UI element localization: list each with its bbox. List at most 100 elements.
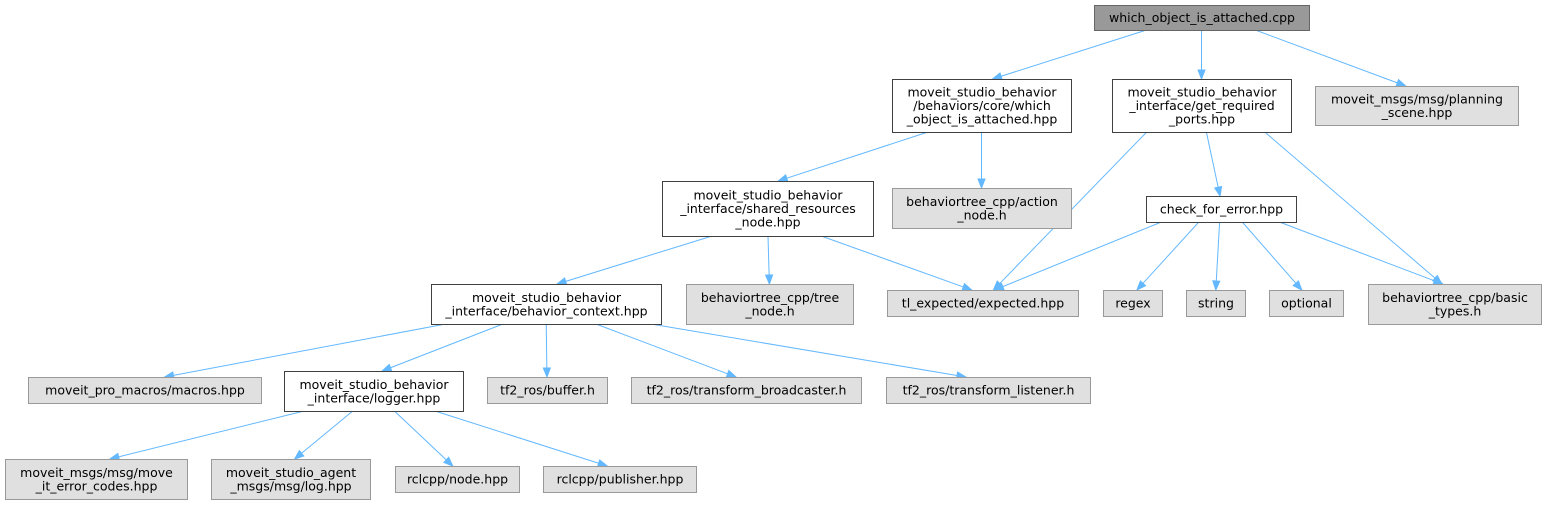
edge-srn-hpp-to-tl-expected [821,235,974,291]
edge-check-for-error-to-string [1212,221,1221,292]
node-label-line: moveit_studio_behavior [907,85,1057,100]
node-label-line: /behaviors/core/which [913,98,1051,113]
node-label-line: tf2_ros/transform_listener.h [903,383,1075,398]
node-tree-node: behaviortree_cpp/tree_node.h [686,284,854,325]
node-error-codes: moveit_msgs/msg/move_it_error_codes.hpp [5,459,188,500]
node-label-line: tl_expected/expected.hpp [902,296,1064,311]
node-box [1269,290,1344,317]
node-label-line: check_for_error.hpp [1160,202,1283,217]
edge-bc-hpp-to-tf-broadcaster [595,323,738,378]
edge-woia-hpp-to-action-node [977,132,986,190]
edge-woia-hpp-to-srn-hpp [776,131,929,183]
node-root[interactable]: which_object_is_attached.cpp [1094,5,1310,31]
edge-srn-hpp-to-bc-hpp [555,235,713,286]
node-box [431,284,662,325]
node-box [686,284,854,325]
edge-grp-hpp-to-check-for-error [1205,131,1223,198]
node-label-line: string [1198,296,1234,311]
node-woia-hpp[interactable]: moveit_studio_behavior/behaviors/core/wh… [892,79,1072,133]
edge-root-to-planning-scene [1255,29,1408,87]
node-label-line: _node.h [744,303,794,318]
edge-bc-hpp-to-macros [163,323,446,380]
node-agent-log: moveit_studio_agent_msgs/msg/log.hpp [211,459,371,500]
node-tf-broadcaster: tf2_ros/transform_broadcaster.h [631,377,862,404]
node-label-line: _interface/shared_resources [679,201,856,216]
node-box [487,377,608,404]
node-rclcpp-node: rclcpp/node.hpp [395,466,520,493]
nodes-layer: which_object_is_attached.cpp moveit_studi… [5,5,1542,500]
node-box [211,459,371,500]
edge-check-for-error-to-basic-types [1279,221,1445,285]
node-grp-hpp[interactable]: moveit_studio_behavior_interface/get_req… [1112,79,1292,133]
edge-root-to-grp-hpp [1197,30,1206,81]
node-label-line: _msgs/msg/log.hpp [229,478,351,493]
node-label-line: _interface/behavior_context.hpp [444,303,647,318]
node-box [1112,79,1292,133]
node-label-line: _ports.hpp [1168,112,1235,127]
edge-bc-hpp-to-tf-listener [650,323,968,380]
node-srn-hpp[interactable]: moveit_studio_behavior_interface/shared_… [662,181,874,237]
edge-logger-hpp-to-agent-log [293,410,354,460]
node-label-line: tf2_ros/transform_broadcaster.h [647,383,847,398]
node-label-line: optional [1281,296,1332,311]
node-label-line: moveit_msgs/msg/planning [1331,91,1503,106]
node-label-line: behaviortree_cpp/basic [1382,290,1528,305]
node-optional: optional [1269,290,1344,317]
node-box [1315,86,1519,126]
node-box [395,466,520,493]
node-label-line: _node.h [956,207,1006,222]
node-check-for-error[interactable]: check_for_error.hpp [1146,196,1297,223]
node-tl-expected: tl_expected/expected.hpp [887,290,1079,317]
node-string: string [1186,290,1246,317]
node-box [1103,290,1163,317]
edge-check-for-error-to-tl-expected [993,221,1162,291]
node-label-line: _node.hpp [734,215,800,230]
node-box [662,181,874,237]
node-box [892,79,1072,133]
node-label-line: _object_is_attached.hpp [906,112,1058,127]
node-label-line: _interface/logger.hpp [307,390,441,405]
node-label-line: which_object_is_attached.cpp [1109,10,1295,25]
node-box [886,377,1091,404]
node-label-line: moveit_studio_agent [226,465,356,480]
node-label-line: _interface/get_required [1128,98,1274,113]
edge-bc-hpp-to-logger-hpp [380,323,504,372]
node-box [28,377,262,404]
node-label-line: moveit_msgs/msg/move [20,465,173,480]
node-regex: regex [1103,290,1163,317]
node-box [892,188,1072,229]
node-box [887,290,1079,317]
node-box [284,371,464,412]
node-label-line: _scene.hpp [1381,105,1453,120]
node-box [1186,290,1246,317]
node-box [1146,196,1297,223]
node-action-node: behaviortree_cpp/action_node.h [892,188,1072,229]
edge-bc-hpp-to-buffer [542,323,552,379]
node-label-line: moveit_studio_behavior [299,377,449,392]
edge-logger-hpp-to-error-codes [108,410,305,461]
node-box [1368,284,1542,325]
node-box [1094,5,1310,31]
node-box [631,377,862,404]
node-label-line: behaviortree_cpp/tree [701,290,840,305]
node-box [543,466,697,493]
node-label-line: _types.h [1428,303,1482,318]
node-logger-hpp[interactable]: moveit_studio_behavior_interface/logger.… [284,371,464,412]
node-box [5,459,188,500]
edge-check-for-error-to-optional [1241,221,1303,292]
node-label-line: rclcpp/node.hpp [407,472,508,487]
edge-root-to-woia-hpp [991,29,1147,81]
node-bc-hpp[interactable]: moveit_studio_behavior_interface/behavio… [431,284,662,325]
edge-logger-hpp-to-publisher [434,410,609,468]
node-publisher: rclcpp/publisher.hpp [543,466,697,493]
edge-logger-hpp-to-rclcpp-node [394,410,454,467]
node-label-line: moveit_pro_macros/macros.hpp [45,383,245,398]
node-planning-scene: moveit_msgs/msg/planning_scene.hpp [1315,86,1519,126]
edge-check-for-error-to-regex [1135,221,1200,292]
node-label-line: _it_error_codes.hpp [35,478,158,493]
node-label-line: moveit_studio_behavior [472,290,622,305]
node-basic-types: behaviortree_cpp/basic_types.h [1368,284,1542,325]
node-tf-listener: tf2_ros/transform_listener.h [886,377,1091,404]
edge-srn-hpp-to-tree-node [764,235,774,286]
